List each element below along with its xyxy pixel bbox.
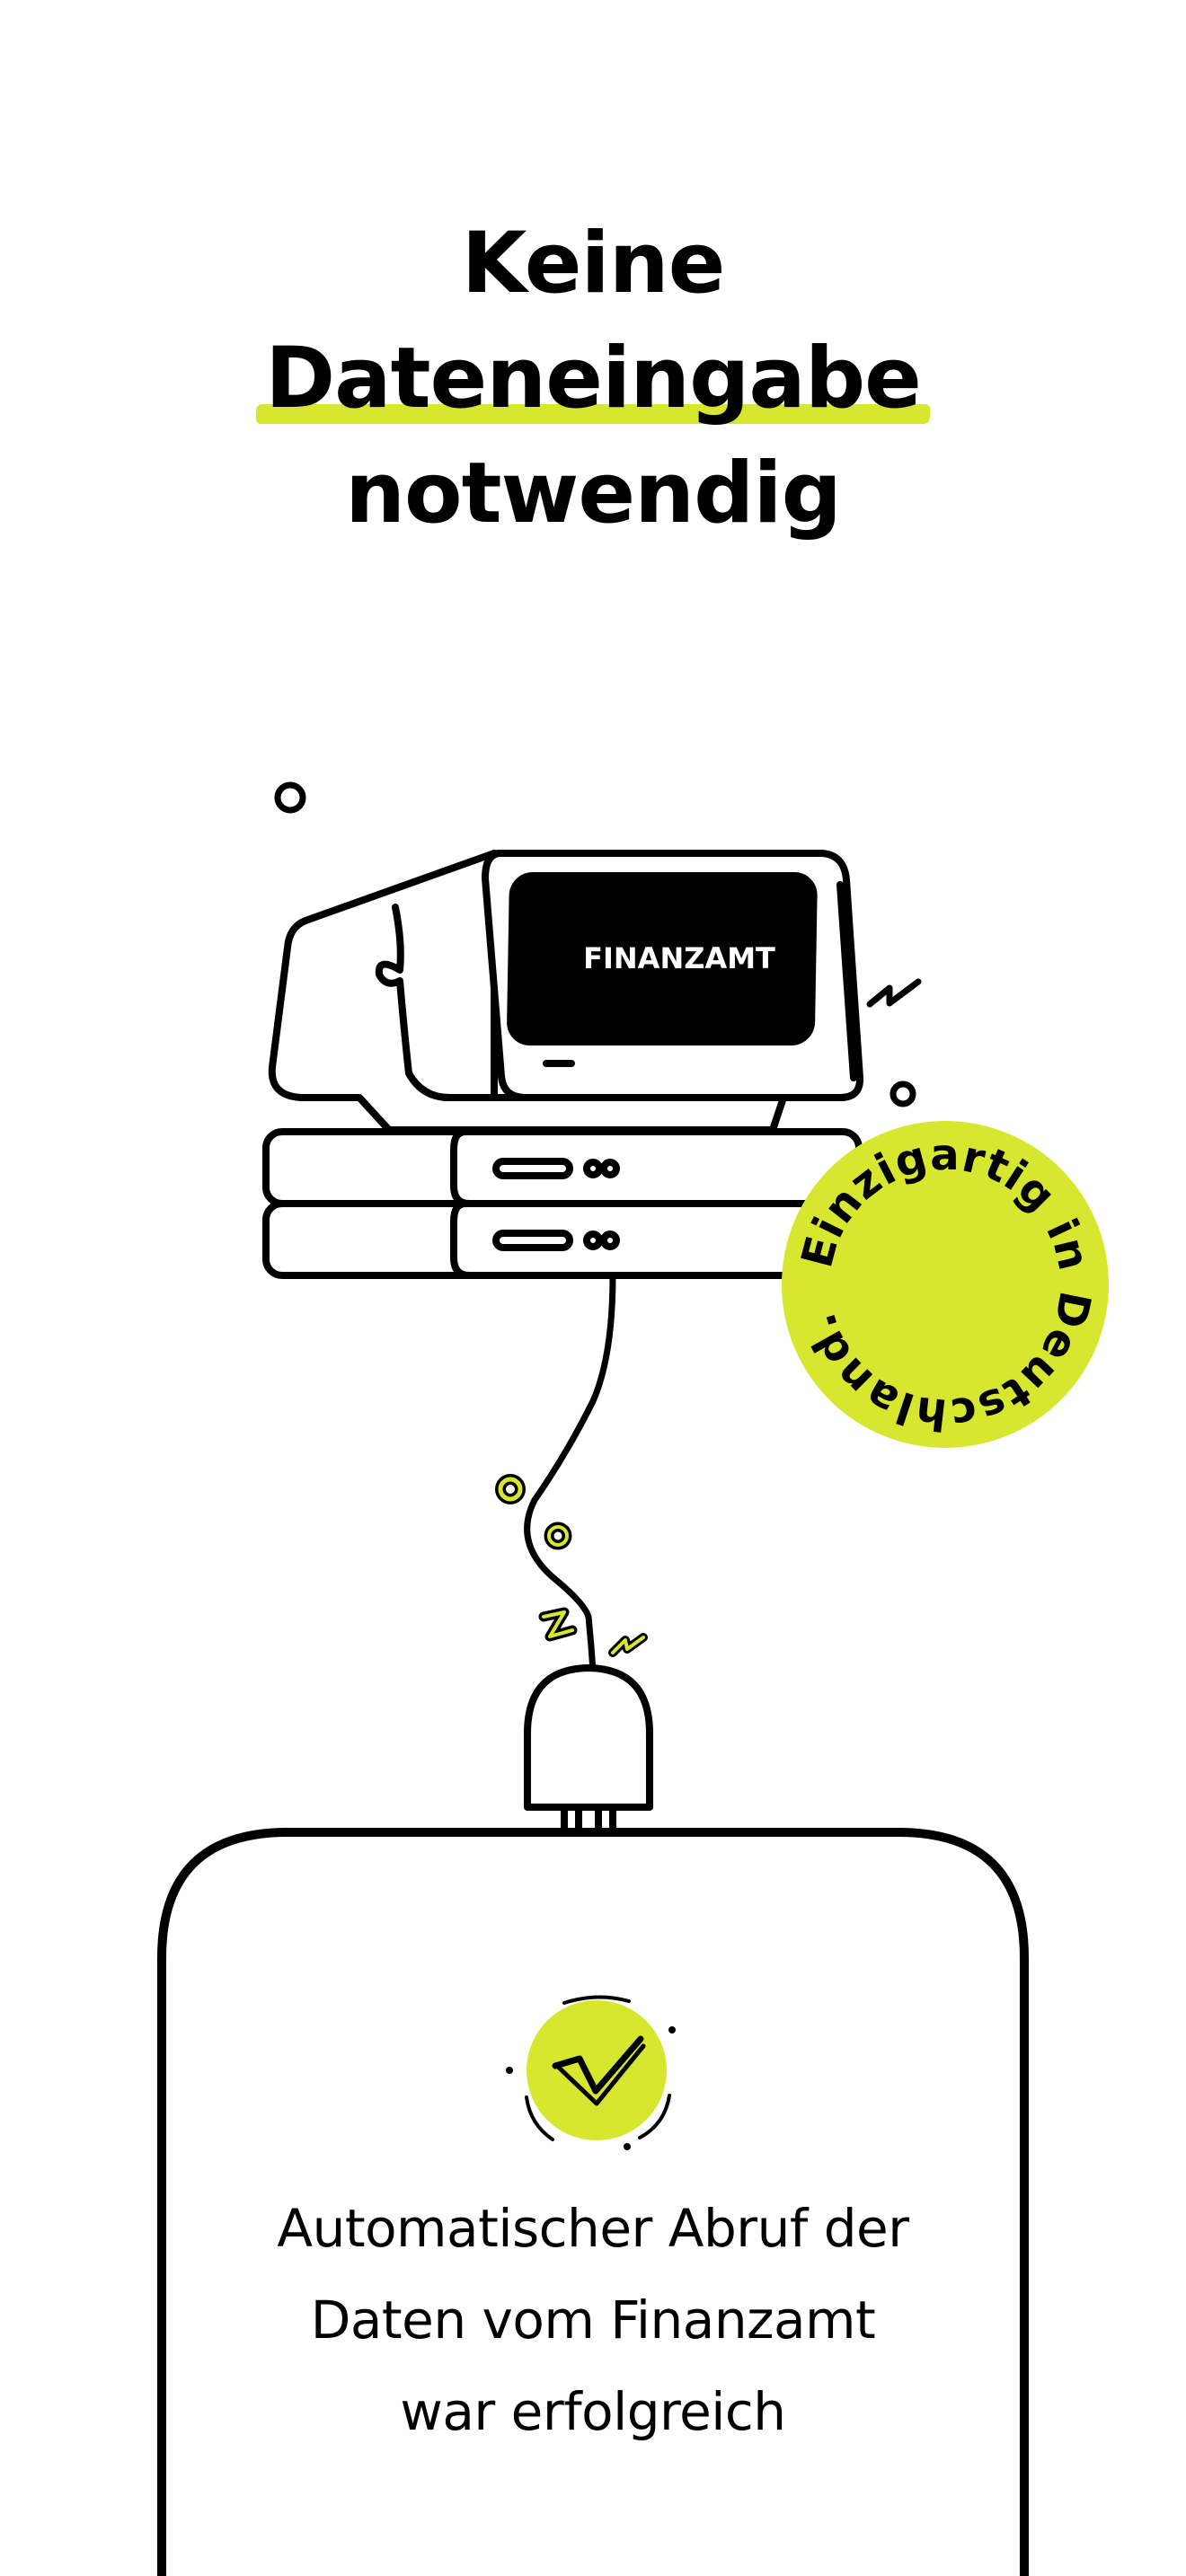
cable xyxy=(524,1272,616,1674)
message-line-1: Automatischer Abruf der xyxy=(277,2198,909,2259)
page-title: Keine Dateneingabe notwendig xyxy=(0,207,1186,551)
spark-icon xyxy=(866,978,922,1008)
server-stack-icon xyxy=(262,1128,863,1279)
result-card xyxy=(157,1828,1029,2576)
card-message: Automatischer Abruf der Daten vom Finanz… xyxy=(162,2183,1024,2457)
decor-circle xyxy=(274,781,306,814)
message-line-2: Daten vom Finanzamt xyxy=(310,2289,876,2351)
message-line-3: war erfolgreich xyxy=(400,2381,786,2442)
title-line-2: Dateneingabe xyxy=(0,322,1186,437)
title-highlight-text: Dateneingabe xyxy=(265,330,922,428)
title-line-3: notwendig xyxy=(345,445,842,543)
plug-icon xyxy=(524,1664,653,1836)
unique-badge: Einzigartig in Deutschland. xyxy=(782,1121,1109,1448)
decor-circle xyxy=(890,1081,916,1107)
title-line-1: Keine xyxy=(461,215,726,313)
computer-icon xyxy=(268,850,864,1134)
screen-label: FINANZAMT xyxy=(583,941,775,975)
title-highlight: Dateneingabe xyxy=(255,322,931,437)
checkmark-icon xyxy=(506,1995,676,2150)
